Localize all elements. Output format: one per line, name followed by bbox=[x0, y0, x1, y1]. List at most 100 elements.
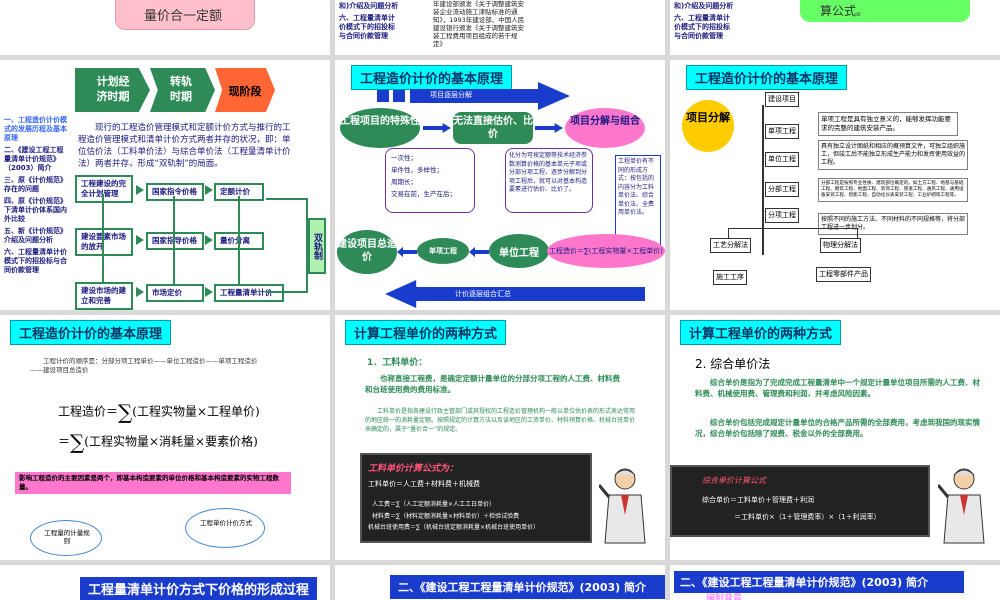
slide-6[interactable]: 工程造价计价的基本原理 项目分解 建设项目 单项工程 单位工程 分部工程 分项工… bbox=[670, 60, 1000, 310]
tree-line bbox=[762, 105, 764, 255]
no-direct-box: 无法直接估价、比价 bbox=[453, 112, 533, 144]
phase-arrow-3: 现阶段 bbox=[215, 68, 275, 112]
col2-box-1: 国家指令价格 bbox=[146, 183, 204, 201]
dual-track-box: 双轨制 bbox=[308, 218, 326, 274]
arrow-icon bbox=[205, 287, 213, 297]
slide-3[interactable]: 和)介绍及问题分析 六、工程量清单计 价模式下的招投标 与合同价款管理 算公式。 bbox=[670, 0, 1000, 55]
bracket-line bbox=[266, 198, 308, 293]
decompose-ellipse: 项目分解与组合 bbox=[565, 108, 645, 148]
desc-box-3: 分部工程是按照专业性质、建筑部位确定的。如土方工程、地基与基础工程、砌筑工程、地… bbox=[818, 178, 968, 202]
sidebar-top-text: 和)介绍及问题分析 bbox=[339, 2, 399, 10]
intro-paragraph: 现行的工程造价管理模式和定额计价方式与推行的工程造价管理模式和清单计价方式两者并… bbox=[78, 123, 291, 169]
col3-box-3: 工程量清单计价 bbox=[214, 284, 284, 302]
col2-box-3: 市场定价 bbox=[146, 284, 204, 302]
leaf-connector bbox=[728, 228, 858, 238]
slide-12[interactable]: 二、《建设工程工程量清单计价规范》(2003) 简介 编制背景 bbox=[670, 565, 1000, 600]
phase-label-2: 转轨时期 bbox=[170, 75, 192, 103]
tree-node-3: 单位工程 bbox=[765, 152, 799, 167]
right-text-box: 工程单价有不同的形成方式：按包括的内容分为工料单价法、综合单价法、全费用单价法。 bbox=[615, 155, 661, 247]
decompose-label: 项目分解与组合 bbox=[570, 116, 640, 127]
slide-4-sidebar: 一、工程造价计价模式的发展历程及基本原理 二、《建设工程工程量清单计价规范》（2… bbox=[4, 116, 68, 278]
slide-11[interactable]: 二、《建设工程工程量清单计价规范》(2003) 简介 bbox=[335, 565, 665, 600]
para-2: 工料单价是指各建设行政主管部门或其授权的工程造价管理机构一般以单位估价表的形式表… bbox=[365, 408, 636, 433]
total-cost-ellipse: 建设项目总造价 bbox=[337, 230, 397, 274]
slide-9[interactable]: 计算工程单价的两种方式 2. 综合单价法 综合单价是指为了完成完成工程量清单中一… bbox=[670, 315, 1000, 560]
board-line: 机械台班使用费＝∑（机械台班定额消耗量×机械台班使用单价） bbox=[368, 524, 540, 531]
arrow-icon bbox=[136, 235, 144, 245]
col1-connector bbox=[102, 194, 104, 282]
col3-connector bbox=[238, 196, 240, 284]
sidebar-top-text: 和)介绍及问题分析 bbox=[674, 2, 734, 10]
blackboard: 综合单价计算公式 综合单价＝工料单价＋管理费＋利润 ＝工料单价×（1＋管理费率）… bbox=[670, 465, 930, 537]
tree-node-2: 单项工程 bbox=[765, 124, 799, 139]
arrow-icon bbox=[535, 123, 563, 133]
formula-2: ＝∑(工程实物量×消耗量×要素价格) bbox=[58, 430, 258, 454]
sequence-text: 工程计价的顺序是：分部分项工程单价——单位工程造价——单项工程造价——建设项目总… bbox=[30, 357, 258, 374]
pink-box: 量价合一定额 bbox=[115, 0, 255, 30]
slide-2[interactable]: 和)介绍及问题分析 六、工程量清单计 价模式下的招投标 与合同价款管理 年建设部… bbox=[335, 0, 665, 55]
arrow-left-icon bbox=[469, 247, 489, 257]
board-title: 综合单价计算公式 bbox=[702, 476, 766, 485]
arrow-icon bbox=[205, 185, 213, 195]
cloud-1-label: 工程量的计量规则 bbox=[44, 529, 90, 545]
sidebar-item-3[interactable]: 三、原《计价规范》存在的问题 bbox=[4, 176, 67, 193]
tree-node-4: 分部工程 bbox=[765, 182, 799, 197]
leaf-4: 工程零部件产品 bbox=[816, 267, 871, 282]
sidebar-item-2[interactable]: 二、《建设工程工程量清单计价规范》（2003）简介 bbox=[4, 146, 64, 172]
arrow-left-icon bbox=[397, 247, 417, 257]
slide-1[interactable]: 量价合一定额 bbox=[0, 0, 330, 55]
formula-1: 工程造价＝∑(工程实物量×工程单价) bbox=[58, 400, 260, 424]
slide-10[interactable]: 工程量清单计价方式下价格的形成过程 bbox=[0, 565, 330, 600]
bottom-arrow: 计价逐层组合汇总 bbox=[385, 280, 645, 308]
col1-box-2: 建设要素市场的放开 bbox=[75, 228, 133, 256]
phase-arrow-2: 转轨时期 bbox=[150, 68, 215, 112]
decompose-ellipse: 项目分解 bbox=[682, 100, 734, 152]
col1-box-3: 建设市场的建立和完善 bbox=[75, 282, 133, 310]
slide-4[interactable]: 计划经济时期 转轨时期 现阶段 一、工程造价计价模式的发展历程及基本原理 二、《… bbox=[0, 60, 330, 310]
body-line: 知》，1993年建设部、中国人民 bbox=[433, 16, 525, 24]
slide-7[interactable]: 工程造价计价的基本原理 工程计价的顺序是：分部分项工程单价——单位工程造价——单… bbox=[0, 315, 330, 560]
slide-title: 工程量清单计价方式下价格的形成过程 bbox=[80, 577, 318, 600]
unit-project-label: 单位工程 bbox=[499, 248, 539, 259]
blackboard: 工料单价计算公式为： 工料单价＝人工费＋材料费＋机械费 人工费＝∑（人工定额消耗… bbox=[360, 453, 592, 543]
leaf-3: 施工工序 bbox=[713, 270, 747, 285]
formula-1-rhs: (工程实物量×工程单价) bbox=[132, 404, 260, 419]
formula-ellipse: 工程造价＝∑(工程实物量×工程单价) bbox=[547, 234, 665, 268]
slide-title: 二、《建设工程工程量清单计价规范》(2003) 简介 bbox=[390, 575, 665, 599]
teacher-figure-icon bbox=[597, 465, 651, 545]
sidebar-item-6b: 价模式下的招投标 bbox=[339, 23, 395, 31]
cloud-1: 工程量的计量规则 bbox=[30, 520, 102, 556]
slide-title: 工程造价计价的基本原理 bbox=[10, 320, 172, 345]
green-box: 算公式。 bbox=[800, 0, 970, 22]
sidebar-item-6c: 与合同价款管理 bbox=[339, 32, 388, 40]
slide-5[interactable]: 工程造价计价的基本原理 项目逐层分解 工程项目的特殊性 无法直接估价、比价 项目… bbox=[335, 60, 665, 310]
body-line: 年建设部颁发《关于调整建筑安 bbox=[433, 0, 524, 8]
sidebar-item-1[interactable]: 一、工程造价计价模式的发展历程及基本原理 bbox=[4, 116, 67, 142]
para-2: 综合单价包括完成规定计量单位的合格产品所需的全部费用，考虑到我国的现实情况，综合… bbox=[695, 418, 980, 438]
single-project-label: 单项工程 bbox=[429, 247, 457, 255]
project-special-ellipse: 工程项目的特殊性 bbox=[340, 108, 420, 148]
slide-title: 工程造价计价的基本原理 bbox=[686, 65, 848, 90]
sidebar-item-6a: 六、工程量清单计 bbox=[674, 14, 730, 22]
heading: 1．工料单价： bbox=[367, 358, 428, 368]
body-line: 装企业流动施工津贴标准的通 bbox=[433, 8, 518, 16]
desc-box-4: 按照不同的施工方法、不同材料的不同规格等，将分部工程进一步划分。 bbox=[818, 213, 968, 235]
slide-8[interactable]: 计算工程单价的两种方式 1．工料单价： 也称直接工程费，是确定定额计量单位的分部… bbox=[335, 315, 665, 560]
sidebar-item-5[interactable]: 五、新《计价规范》介绍及问题分析 bbox=[4, 227, 67, 244]
slide-title: 二、《建设工程工程量清单计价规范》(2003) 简介 bbox=[674, 571, 964, 593]
slide-title: 工程造价计价的基本原理 bbox=[351, 65, 513, 90]
col2-box-2: 国家指导价格 bbox=[146, 232, 204, 250]
slide-2-body: 年建设部颁发《关于调整建筑安 装企业流动施工津贴标准的通 知》，1993年建设部… bbox=[433, 0, 543, 48]
arrow-icon bbox=[205, 235, 213, 245]
body-line: 建设银行颁发《关于调整建筑安 bbox=[433, 24, 524, 32]
list-item: 交易在前，生产在后； bbox=[391, 190, 456, 198]
middle-text-box: 化分为可按定额等技术经济参数测算价格的基本单元子项或分部分项工程，逐步分解到分项… bbox=[505, 148, 593, 213]
list-item: 一次性； bbox=[391, 154, 417, 162]
pink-box-text: 量价合一定额 bbox=[144, 9, 223, 24]
col1-box-1: 工程建设的完全计划管理 bbox=[75, 175, 133, 203]
heading: 2. 综合单价法 bbox=[695, 357, 771, 371]
sidebar-item-6[interactable]: 六、工程量清单计价模式下的招投标与合同价款管理 bbox=[4, 248, 67, 274]
list-item: 单件性，多样性； bbox=[391, 166, 443, 174]
para-1: 也称直接工程费，是确定定额计量单位的分部分项工程的人工费、材料费和台班使用费的费… bbox=[365, 374, 620, 394]
sidebar-item-4[interactable]: 四、原《计价规范》下清单计价体系国内外比较 bbox=[4, 197, 67, 223]
